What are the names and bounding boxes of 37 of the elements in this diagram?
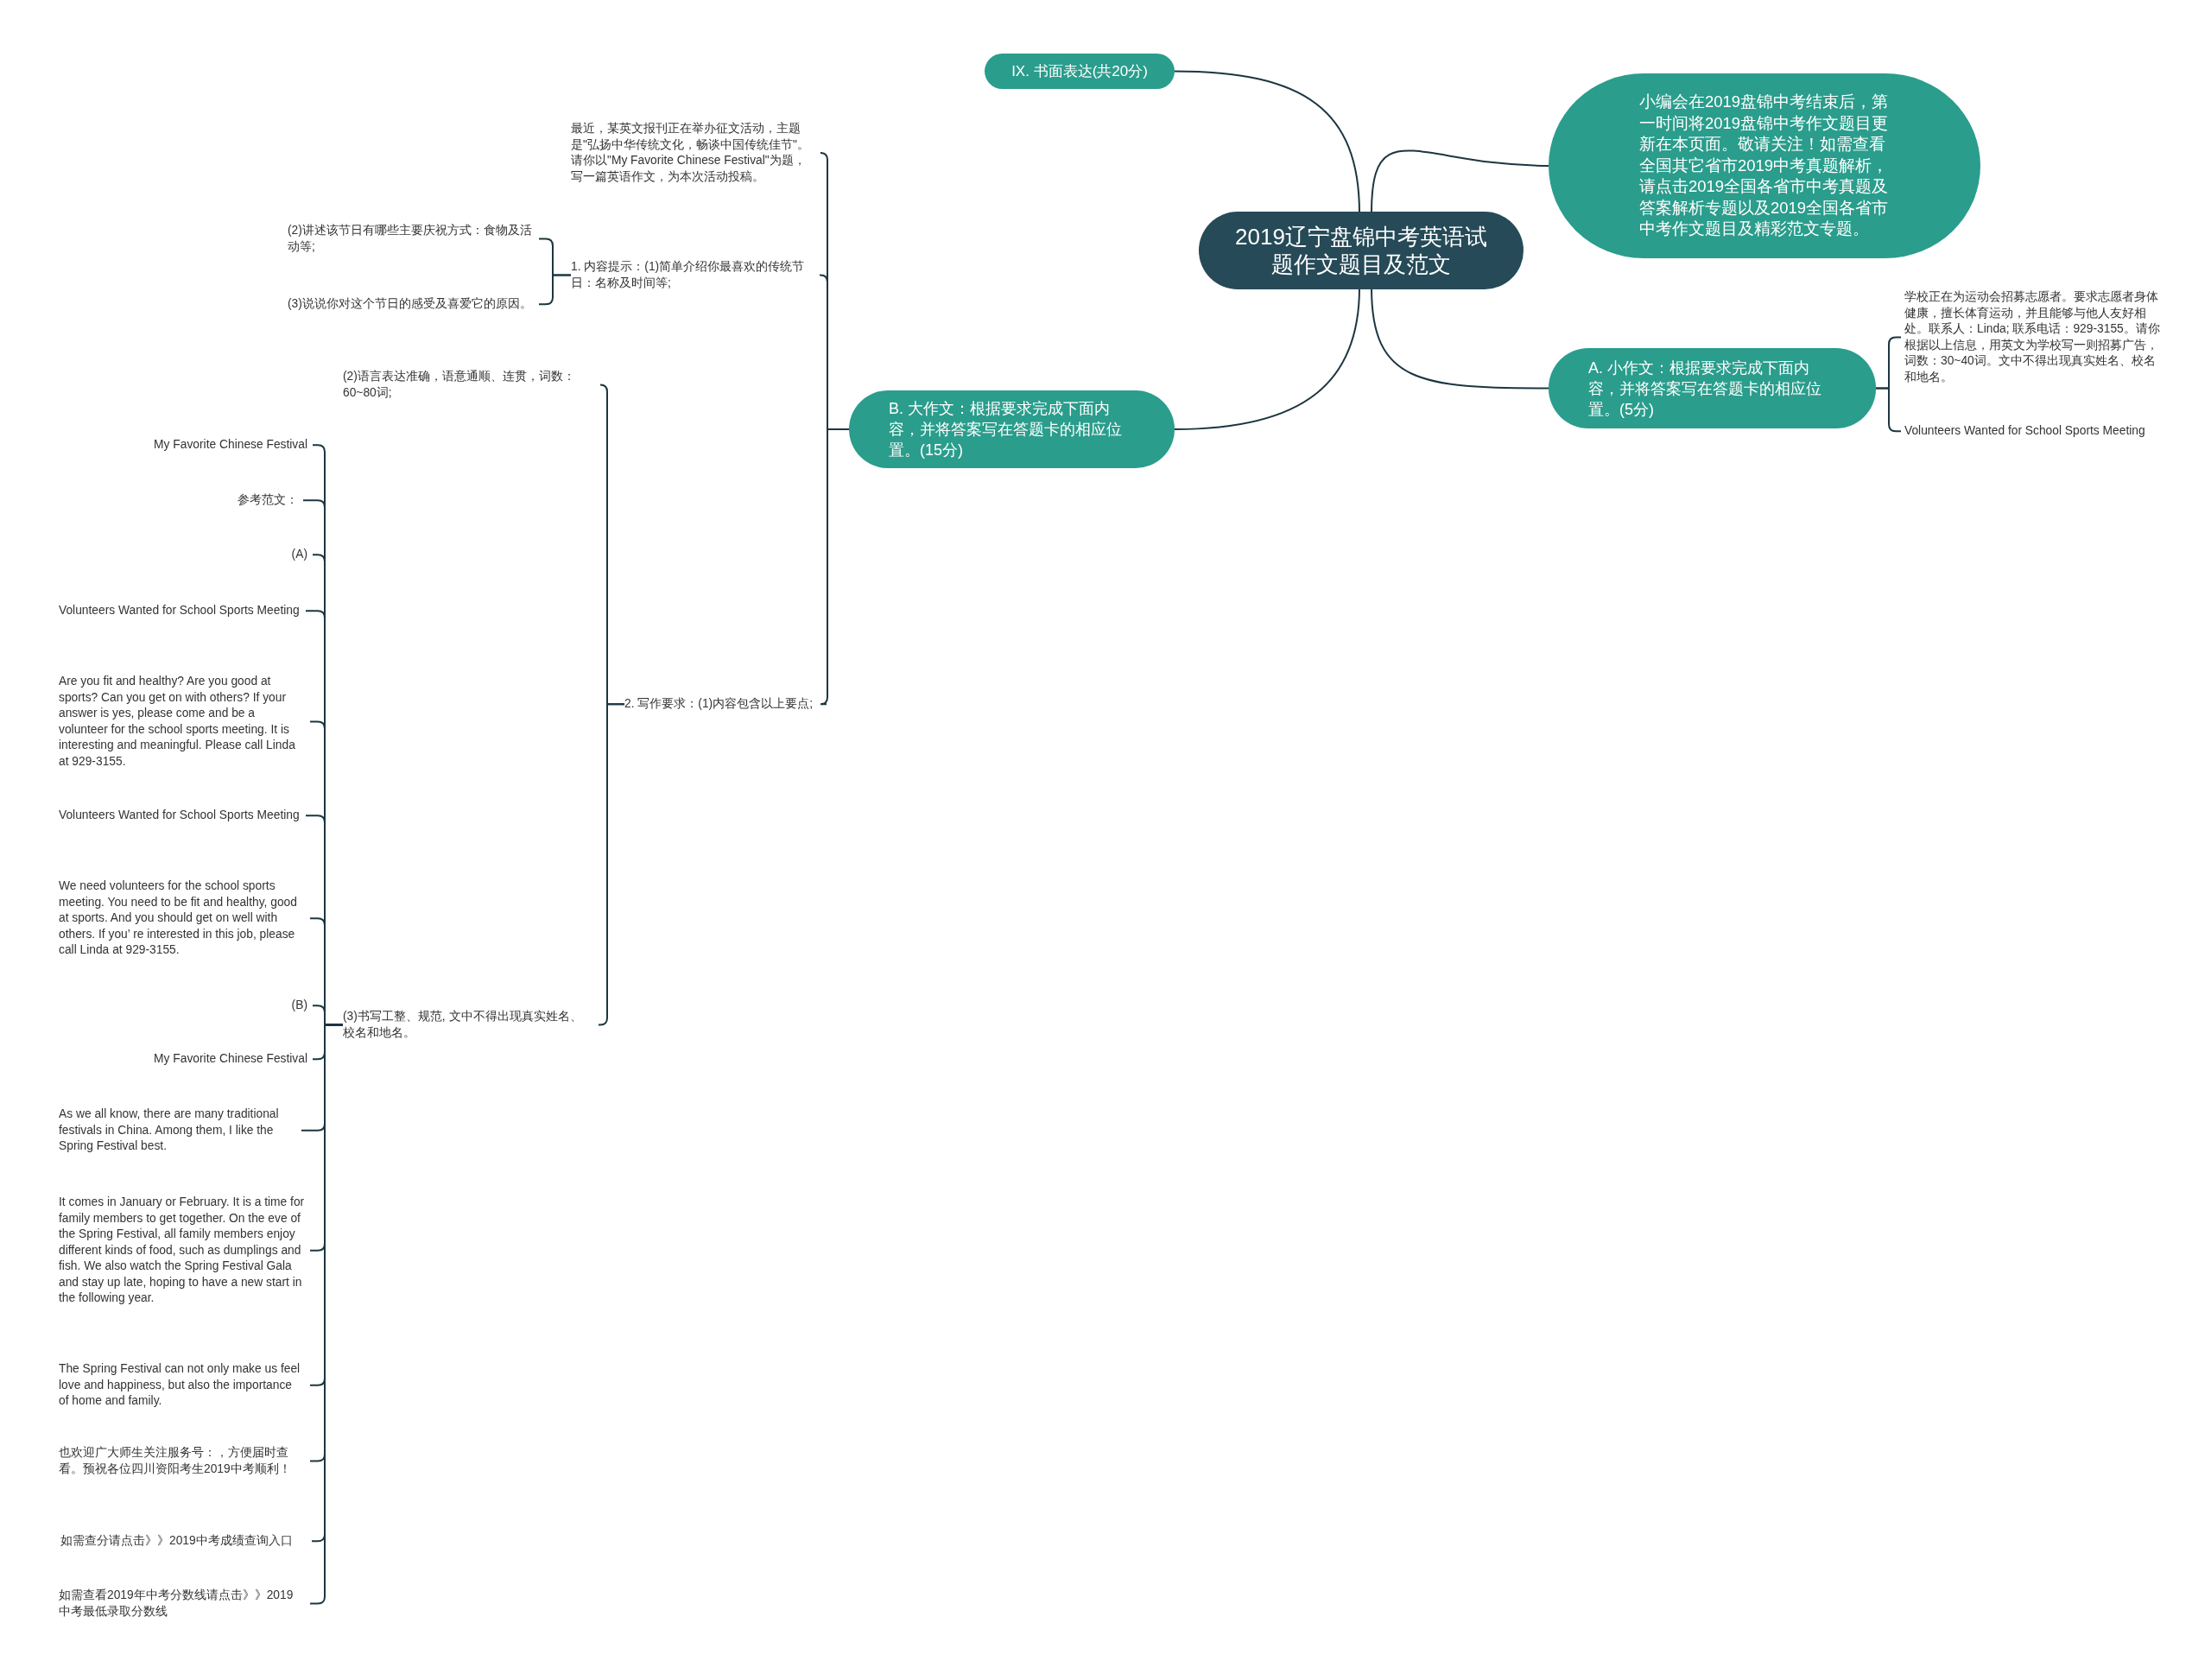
branch-text: Are you fit and healthy? Are you good at sports? Can you get on with others? If your answer is yes, please come and be a volunteer for the school sports meeting. It is interesting and meaningful. Please call Linda at 929-3155.	[59, 674, 305, 770]
branch-text: 如需查看2019年中考分数线请点击》》2019中考最低录取分数线	[59, 1588, 305, 1620]
branch-text: 最近，某英文报刊正在举办征文活动，主题是"弘扬中华传统文化，畅谈中国传统佳节"。请你以"My Favorite Chinese Festival"为题，写一篇英语作文，为本次活动投稿。	[571, 121, 817, 185]
topic-pill: A. 小作文：根据要求完成下面内容，并将答案写在答题卡的相应位置。(5分)	[1549, 348, 1876, 428]
branch-text: (3)书写工整、规范, 文中不得出现真实姓名、校名和地名。	[343, 1009, 593, 1041]
branch-text: 1. 内容提示：(1)简单介绍你最喜欢的传统节日：名称及时间等;	[571, 259, 814, 291]
branch-text: 参考范文：	[238, 492, 298, 509]
central-topic: 2019辽宁盘锦中考英语试题作文题目及范文	[1199, 212, 1524, 289]
connector-line	[538, 274, 572, 306]
topic-pill: IX. 书面表达(共20分)	[985, 54, 1175, 89]
branch-text: My Favorite Chinese Festival	[154, 1051, 307, 1068]
connector-line	[1371, 287, 1549, 390]
topic-pill: 小编会在2019盘锦中考结束后，第一时间将2019盘锦中考作文题目更新在本页面。敬请关注！如需查看全国其它省市2019中考真题解析，请点击2019全国各省市中考真题及答案解析专题以及2019全国各省市中考作文题目及精彩范文专题。	[1549, 73, 1980, 258]
connector-line	[1371, 149, 1549, 214]
branch-text: Volunteers Wanted for School Sports Meeting	[1904, 423, 2146, 440]
branch-text: 也欢迎广大师生关注服务号：，方便届时查看。预祝各位四川资阳考生2019中考顺利！	[59, 1445, 305, 1477]
branch-text: (3)说说你对这个节日的感受及喜爱它的原因。	[288, 296, 534, 313]
connector-line	[1174, 70, 1360, 214]
branch-text: (2)讲述该节日有哪些主要庆祝方式：食物及活动等;	[288, 223, 534, 255]
branch-text: (B)	[291, 998, 307, 1014]
branch-text: (A)	[291, 547, 307, 563]
branch-text: 学校正在为运动会招募志愿者。要求志愿者身体健康，擅长体育运动，并且能够与他人友好相处。联系人：Linda; 联系电话：929-3155。请你根据以上信息，用英文为学校写一则招募广告，词数：30~40词。文中不得出现真实姓名、校名和地名。	[1904, 289, 2163, 385]
branch-text: My Favorite Chinese Festival	[154, 437, 307, 453]
branch-text: Volunteers Wanted for School Sports Meeting	[59, 808, 301, 824]
connector-line	[1875, 387, 1902, 433]
connector-line	[1174, 287, 1360, 430]
branch-text: We need volunteers for the school sports meeting. You need to be fit and healthy, good at sports. And you should get on well with others. If you’ re interested in this job, please call Linda at 929-3155.	[59, 878, 305, 959]
branch-text: The Spring Festival can not only make us feel love and happiness, but also the importance of home and family.	[59, 1361, 305, 1410]
branch-text: As we all know, there are many traditional festivals in China. Among them, I like the Spring Festival best.	[59, 1106, 296, 1155]
connector-line	[820, 428, 850, 706]
branch-text: 2. 写作要求：(1)内容包含以上要点;	[624, 696, 821, 713]
branch-text: (2)语言表达准确，语意通顺、连贯，词数：60~80词;	[343, 369, 595, 401]
topic-pill: B. 大作文：根据要求完成下面内容，并将答案写在答题卡的相应位置。(15分)	[849, 390, 1175, 468]
branch-text: It comes in January or February. It is a time for family members to get together. On the eve of the Spring Festival, all family members enjoy different kinds of food, such as dumplings and fish. We also watch the Spring Festival Gala and stay up late, hoping to have a new start in the following year.	[59, 1195, 305, 1307]
branch-text: 如需查分请点击》》2019中考成绩查询入口	[60, 1533, 307, 1550]
connector-line	[598, 703, 625, 1026]
branch-text: Volunteers Wanted for School Sports Meeting	[59, 603, 301, 619]
